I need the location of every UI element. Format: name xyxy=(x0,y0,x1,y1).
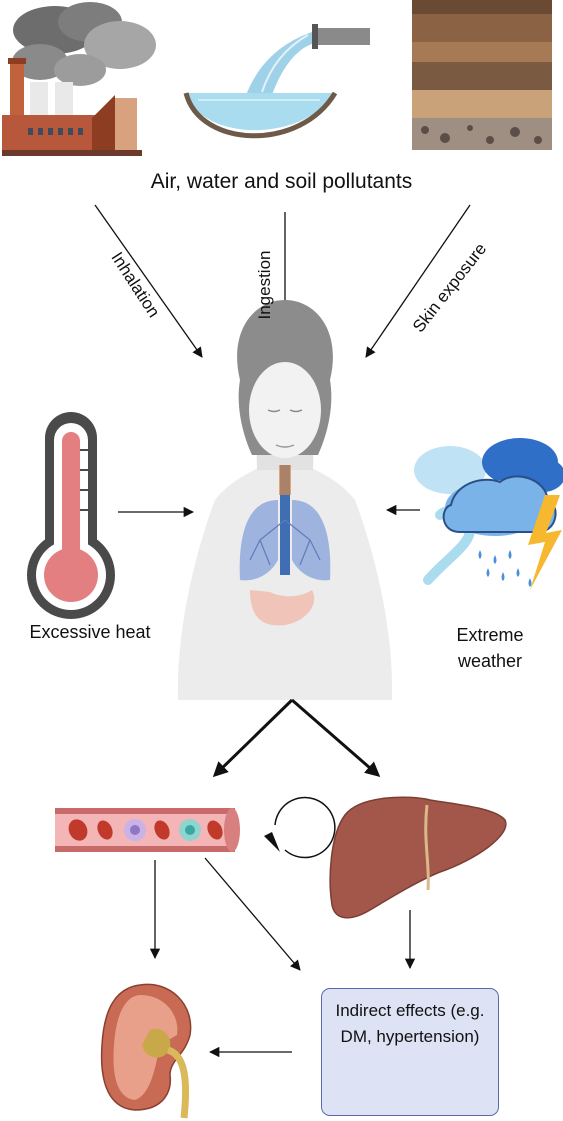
blood-vessel-icon xyxy=(55,808,240,852)
inhalation-arrow xyxy=(94,204,203,358)
human-body-icon xyxy=(177,300,393,700)
skin-arrow xyxy=(365,204,471,358)
water-pipe-icon xyxy=(183,24,370,139)
thermometer-icon xyxy=(27,412,115,619)
lower-arrows xyxy=(149,857,416,1058)
indirect-effects-box xyxy=(321,988,499,1116)
extreme-weather-label: Extreme weather xyxy=(456,625,524,671)
kidney-icon xyxy=(100,983,192,1119)
excessive-heat-label: Excessive heat xyxy=(29,622,151,642)
factory-icon xyxy=(2,2,156,156)
soil-layers-icon xyxy=(412,0,552,150)
cycle-arrow-icon xyxy=(264,796,336,859)
liver-icon xyxy=(329,796,507,919)
indirect-effects-label: Indirect effects (e.g. DM, hypertension) xyxy=(335,1001,485,1046)
storm-clouds-icon xyxy=(414,438,563,590)
pollutants-title: Air, water and soil pollutants xyxy=(150,170,413,193)
ingestion-label: Ingestion xyxy=(255,250,274,320)
branch-arrows xyxy=(212,698,381,778)
